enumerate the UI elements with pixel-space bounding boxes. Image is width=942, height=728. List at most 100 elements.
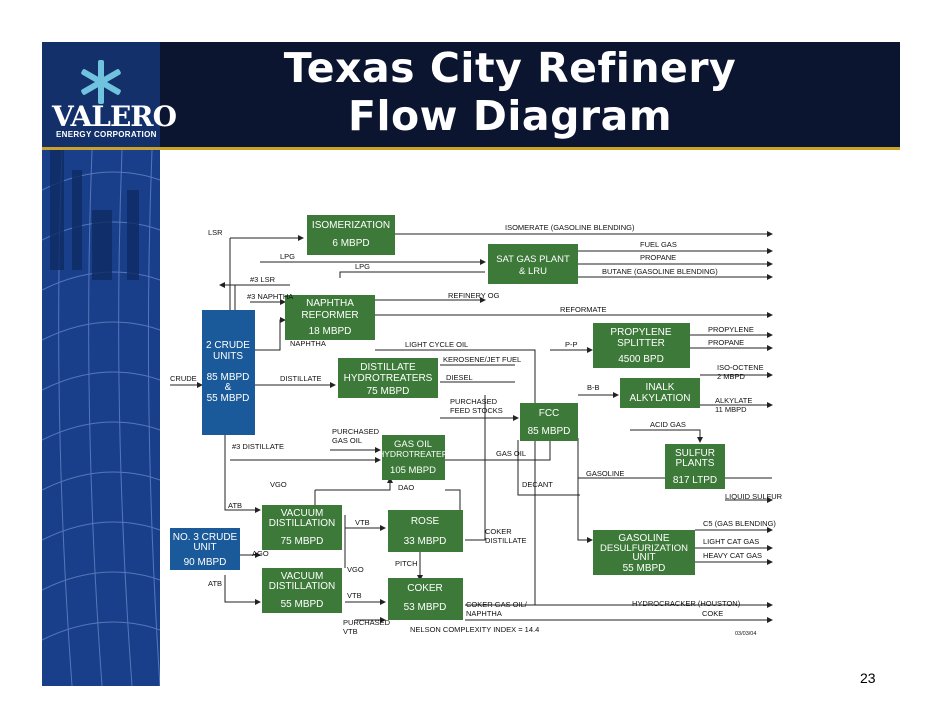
unit-capacity: 75 MBPD [367, 386, 410, 397]
stream-label: COKER GAS OIL/ [466, 600, 528, 609]
unit-crude3: NO. 3 CRUDE UNIT 90 MBPD [170, 528, 240, 570]
unit-alkylation: INALK ALKYLATION [620, 378, 700, 408]
unit-label: DISTILLATION [269, 518, 336, 529]
stream-label: ALKYLATE [715, 396, 752, 405]
stream-label: COKE [702, 609, 723, 618]
stream-label: AGO [252, 549, 269, 558]
unit-label: DISTILLATION [269, 581, 336, 592]
unit-label: PROPYLENE [610, 327, 671, 338]
unit-capacity: 53 MBPD [404, 602, 447, 613]
stream-label: PITCH [395, 559, 418, 568]
unit-boxes: ISOMERIZATION 6 MBPD SAT GAS PLANT & LRU… [170, 215, 725, 620]
unit-label: NAPHTHA [306, 298, 354, 309]
stream-label: ISO-OCTENE [717, 363, 764, 372]
unit-vacuum2: VACUUM DISTILLATION 55 MBPD [262, 568, 342, 613]
valero-star-icon [81, 60, 121, 104]
unit-sat-gas: SAT GAS PLANT & LRU [488, 244, 578, 284]
unit-capacity: 18 MBPD [309, 326, 352, 337]
unit-label: SAT GAS PLANT [496, 254, 570, 265]
unit-label: SULFUR [675, 448, 715, 459]
unit-label: UNIT [632, 552, 655, 563]
stream-label: DISTILLATE [485, 536, 527, 545]
unit-gas-oil-ht: GAS OIL HYDROTREATER 105 MBPD [378, 435, 448, 480]
stream-label: LIQUID SULFUR [725, 492, 783, 501]
unit-crude2: 2 CRUDE UNITS 85 MBPD & 55 MBPD [202, 310, 255, 435]
unit-capacity: 55 MBPD [623, 563, 666, 574]
unit-vacuum1: VACUUM DISTILLATION 75 MBPD [262, 505, 342, 550]
unit-label: COKER [407, 583, 443, 594]
unit-capacity: 90 MBPD [184, 557, 227, 568]
stream-label: VTB [343, 627, 358, 636]
unit-label: SPLITTER [617, 338, 665, 349]
unit-label: HYDROTREATER [378, 449, 448, 459]
stream-label: GAS OIL [332, 436, 362, 445]
stream-label: LIGHT CYCLE OIL [405, 340, 468, 349]
stream-label: VTB [347, 591, 362, 600]
header-gold-rule [42, 147, 900, 150]
unit-label: VACUUM [281, 571, 324, 582]
stream-label: REFINERY OG [448, 291, 500, 300]
stream-label: KEROSENE/JET FUEL [443, 355, 521, 364]
header-bar [42, 42, 900, 147]
unit-label: REFORMER [301, 310, 358, 321]
stream-label: CRUDE [170, 374, 197, 383]
unit-label: DISTILLATE [360, 362, 416, 373]
stream-label: VGO [347, 565, 364, 574]
unit-capacity: 6 MBPD [332, 238, 369, 249]
stream-label: ISOMERATE (GASOLINE BLENDING) [505, 223, 635, 232]
unit-propylene-splitter: PROPYLENE SPLITTER 4500 BPD [593, 323, 690, 368]
unit-capacity: 817 LTPD [673, 475, 717, 486]
unit-capacity: 105 MBPD [390, 465, 436, 476]
unit-distillate-ht: DISTILLATE HYDROTREATERS 75 MBPD [338, 358, 438, 398]
stream-label: FEED STOCKS [450, 406, 503, 415]
stream-label: LIGHT CAT GAS [703, 537, 759, 546]
stream-label: DAO [398, 483, 414, 492]
stream-label: ATB [208, 579, 222, 588]
unit-capacity: 85 MBPD [528, 426, 571, 437]
unit-capacity: 55 MBPD [281, 599, 324, 610]
unit-fcc: FCC 85 MBPD [520, 403, 578, 441]
stream-label: DIESEL [446, 373, 473, 382]
stream-label: P-P [565, 340, 578, 349]
diagram-date: 03/03/04 [735, 631, 756, 637]
stream-label: ATB [228, 501, 242, 510]
page-number: 23 [860, 670, 876, 686]
stream-label: COKER [485, 527, 512, 536]
unit-label: VACUUM [281, 508, 324, 519]
unit-label: & LRU [519, 266, 547, 277]
stream-label: PURCHASED [450, 397, 498, 406]
unit-capacity: 33 MBPD [404, 536, 447, 547]
sidebar-refinery-image [42, 150, 160, 686]
unit-label: ISOMERIZATION [312, 220, 390, 231]
stream-label: GAS OIL [496, 449, 526, 458]
stream-label: GASOLINE [586, 469, 624, 478]
stream-label: PURCHASED [332, 427, 380, 436]
unit-naphtha-reformer: NAPHTHA REFORMER 18 MBPD [285, 295, 375, 340]
unit-gasoline-desulf: GASOLINE DESULFURIZATION UNIT 55 MBPD [593, 530, 695, 575]
stream-labels: LSR LPG LPG #3 LSR #3 NAPHTHA NAPHTHA CR… [170, 223, 783, 637]
unit-capacity: 55 MBPD [207, 393, 250, 404]
stream-label: LPG [280, 252, 295, 261]
unit-label: & [225, 382, 232, 393]
unit-label: INALK [646, 382, 675, 393]
unit-label: NO. 3 CRUDE [173, 532, 238, 543]
stream-label: C5 (GAS BLENDING) [703, 519, 776, 528]
logo-subtitle: ENERGY CORPORATION [56, 130, 157, 139]
stream-label: LSR [208, 228, 223, 237]
slide-title-line2: Flow Diagram [347, 92, 673, 140]
unit-label: GASOLINE [618, 533, 669, 544]
stream-label: #3 NAPHTHA [247, 292, 293, 301]
flow-diagram: ISOMERIZATION 6 MBPD SAT GAS PLANT & LRU… [170, 215, 783, 637]
stream-label: 11 MBPD [715, 405, 747, 414]
stream-label: PURCHASED [343, 618, 391, 627]
stream-label: FUEL GAS [640, 240, 677, 249]
stream-label: REFORMATE [560, 305, 607, 314]
unit-label: UNITS [213, 351, 243, 362]
unit-label: HYDROTREATERS [344, 373, 433, 384]
unit-capacity: 75 MBPD [281, 536, 324, 547]
stream-label: PROPANE [708, 338, 744, 347]
stream-label: PROPYLENE [708, 325, 754, 334]
slide-title-line1: Texas City Refinery [283, 44, 737, 92]
stream-label: DECANT [522, 480, 553, 489]
flow-lines [170, 231, 773, 623]
